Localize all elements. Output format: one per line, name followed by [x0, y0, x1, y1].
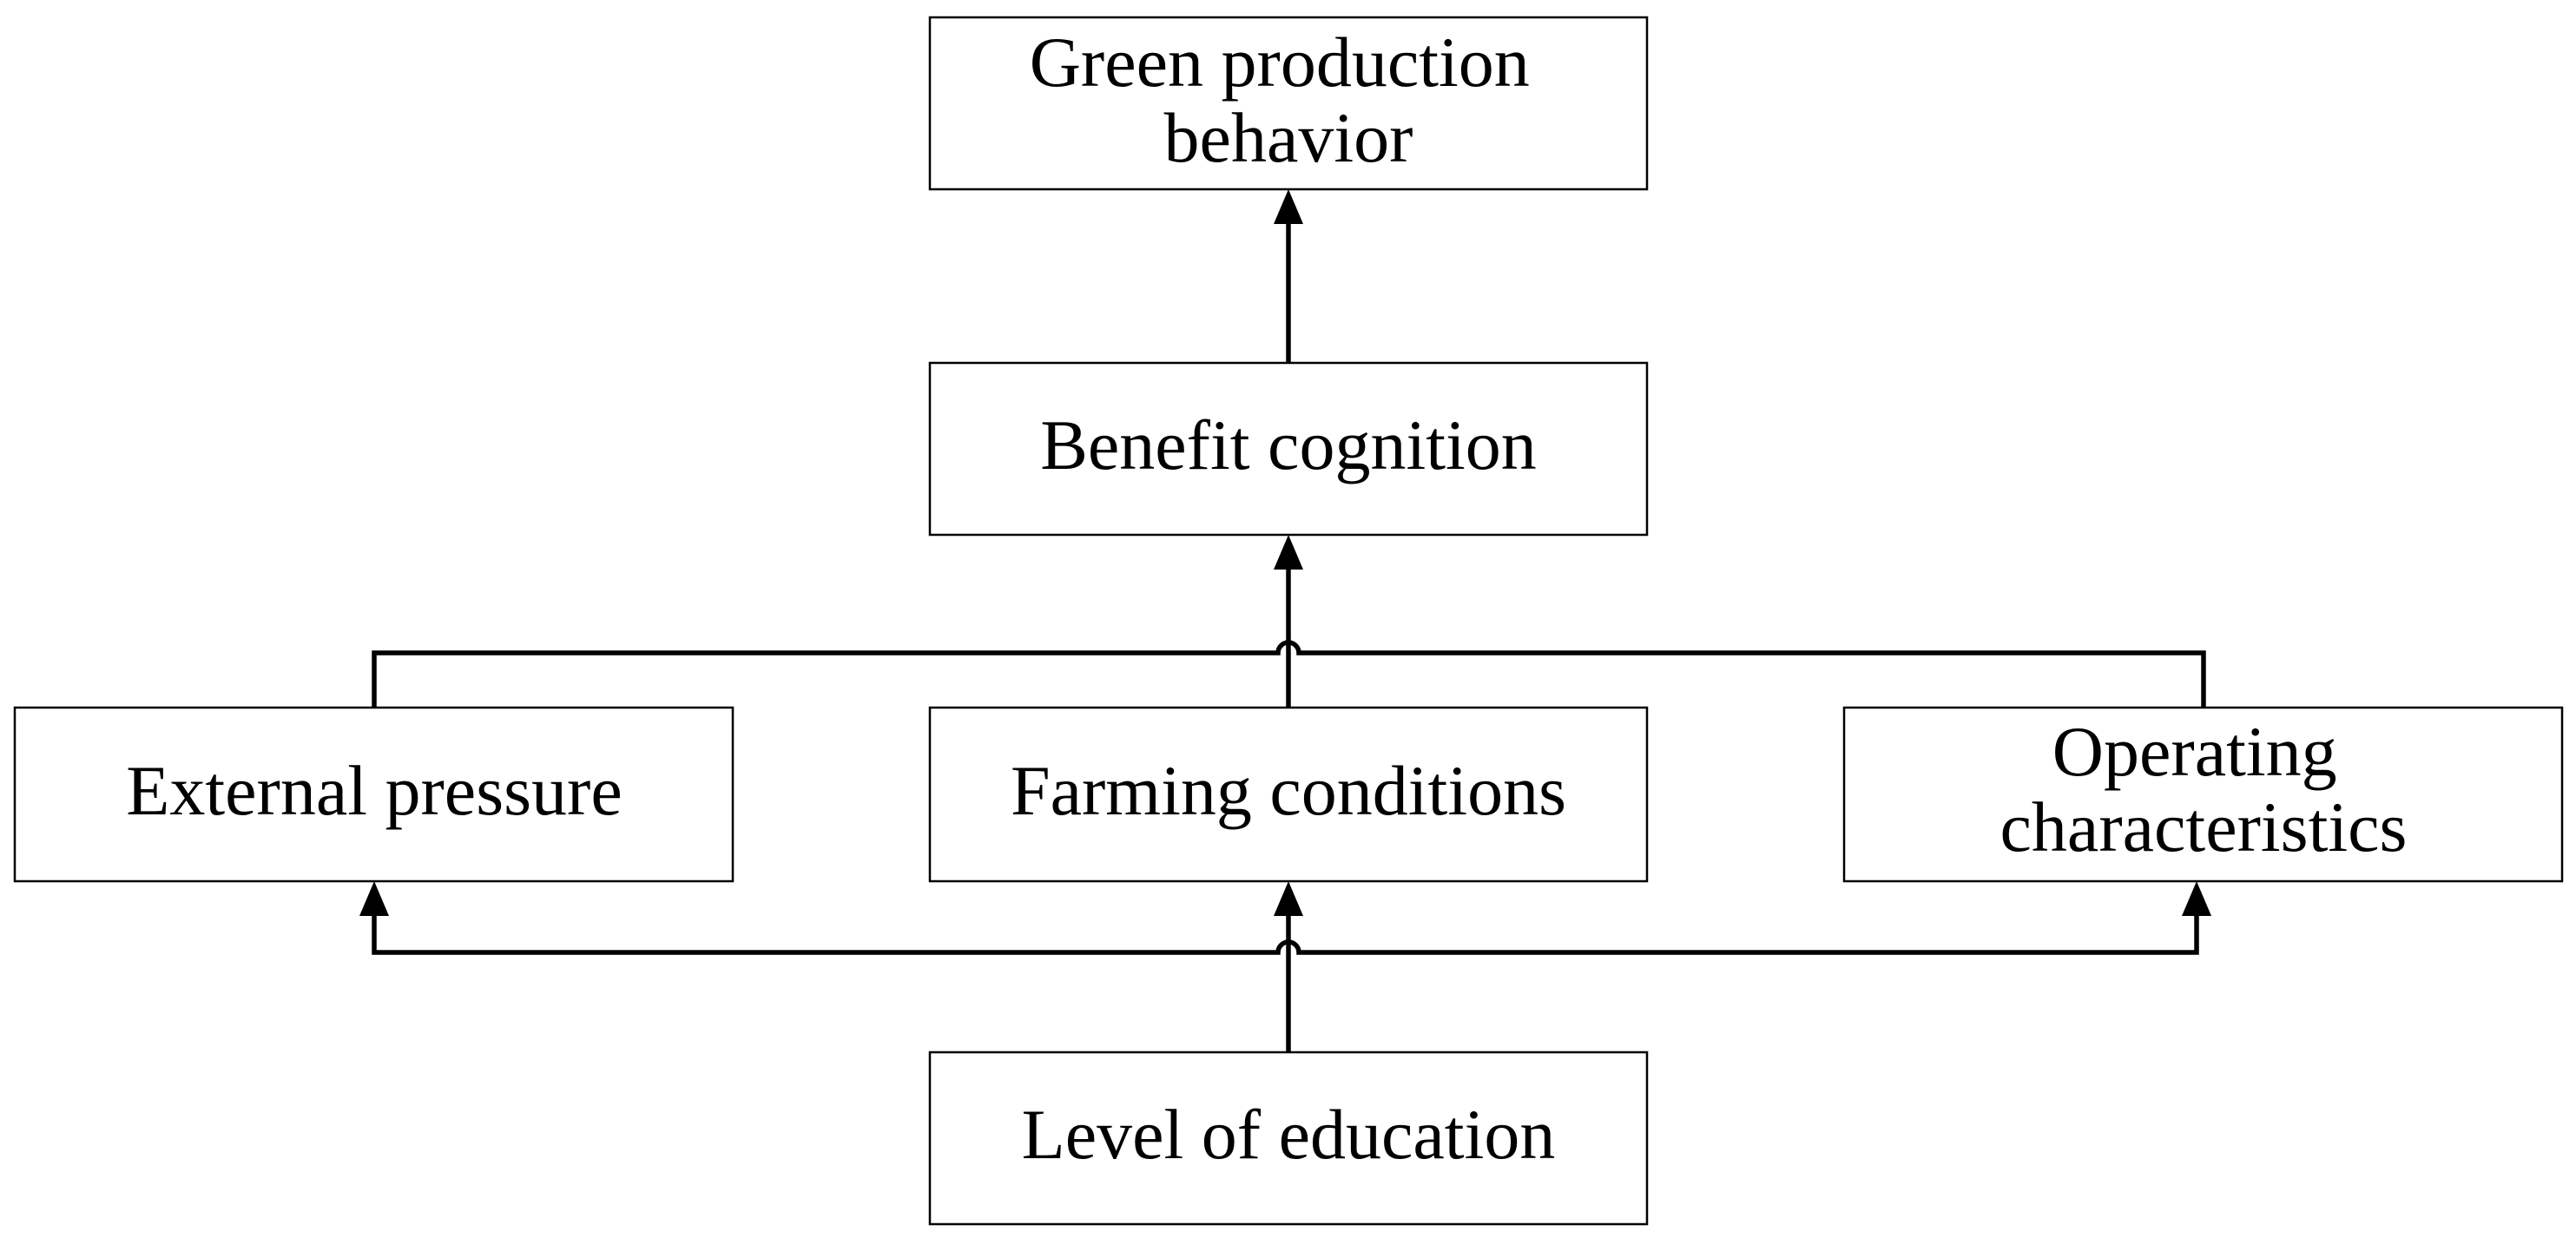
node-benefit-cognition: Benefit cognition: [928, 361, 1649, 537]
node-level-of-education: Level of education: [928, 1051, 1649, 1226]
node-label-line-2: behavior: [1164, 98, 1413, 177]
edge-education-to-middle-row: [372, 916, 2199, 955]
arrowhead-into-benefit-cognition: [1274, 535, 1303, 570]
node-label-line-2: characteristics: [2000, 787, 2408, 866]
node-farming-conditions: Farming conditions: [928, 706, 1649, 883]
arrowhead-into-green-production-behavior: [1274, 189, 1303, 224]
connectors: [359, 189, 2211, 1052]
node-label-line-1: Benefit cognition: [1040, 405, 1537, 484]
node-green-production-behavior: Green production behavior: [928, 16, 1649, 191]
node-box: [928, 16, 1649, 191]
node-label: Green production behavior: [1030, 23, 1548, 177]
node-box: [1842, 706, 2564, 883]
node-box: [13, 706, 735, 883]
node-external-pressure: External pressure: [13, 706, 735, 883]
node-label-line-1: Operating: [2052, 712, 2337, 791]
node-label-line-1: Level of education: [1022, 1095, 1556, 1174]
node-label: Benefit cognition: [1040, 405, 1537, 484]
node-box: [928, 1051, 1649, 1226]
node-label: Level of education: [1022, 1095, 1556, 1174]
arrowhead-into-operating-characteristics: [2182, 881, 2211, 916]
node-label: Farming conditions: [1011, 751, 1566, 830]
arrowhead-into-farming-conditions: [1274, 881, 1303, 916]
node-label-line-1: Farming conditions: [1011, 751, 1566, 830]
node-label: External pressure: [126, 751, 622, 830]
node-operating-characteristics: Operating characteristics: [1842, 706, 2564, 883]
node-label: Operating characteristics: [2000, 712, 2408, 866]
node-box: [928, 706, 1649, 883]
node-label-line-1: Green production: [1030, 23, 1530, 102]
node-box: [928, 361, 1649, 537]
arrowhead-into-external-pressure: [359, 881, 389, 916]
node-label-line-1: External pressure: [126, 751, 622, 830]
